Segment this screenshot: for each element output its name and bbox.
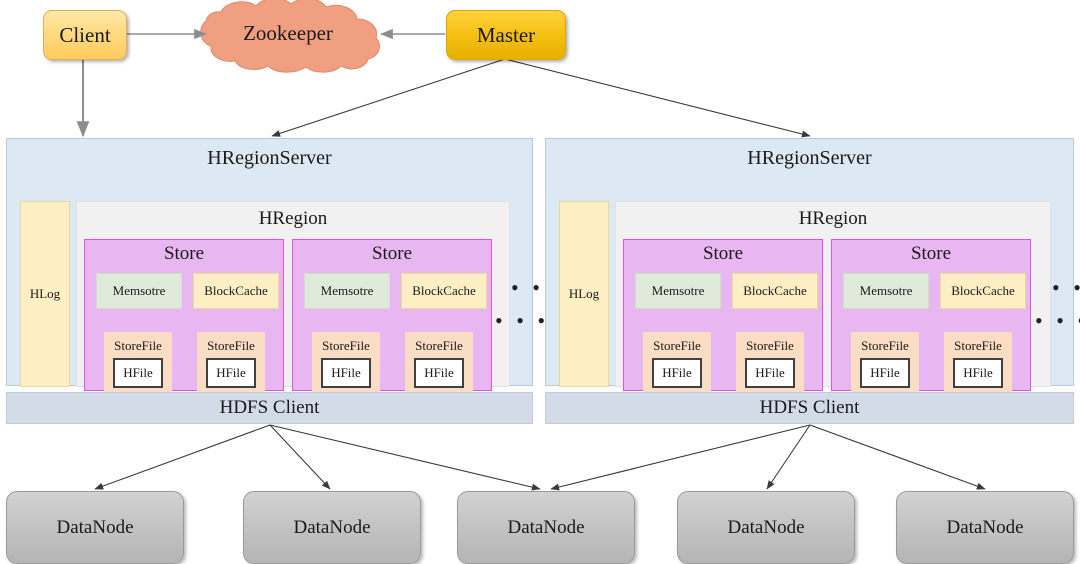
hfile-1-1-1[interactable]: HFile bbox=[953, 358, 1003, 388]
hfile-label-1-0-0: HFile bbox=[662, 365, 692, 380]
datanode-1[interactable]: DataNode bbox=[243, 491, 421, 564]
datanode-0[interactable]: DataNode bbox=[6, 491, 184, 564]
storefile-1-0-1[interactable]: StoreFile HFile bbox=[736, 332, 804, 392]
hfile-label-1-1-0: HFile bbox=[870, 365, 900, 380]
hdfs-client-1[interactable]: HDFS Client bbox=[545, 392, 1074, 424]
store-0-0[interactable]: Store Memsotre BlockCache StoreFile HFil… bbox=[84, 239, 284, 392]
hfile-0-0-1[interactable]: HFile bbox=[206, 358, 256, 388]
hfile-1-1-0[interactable]: HFile bbox=[860, 358, 910, 388]
hfile-label-1-1-1: HFile bbox=[963, 365, 993, 380]
storefile-0-0-1[interactable]: StoreFile HFile bbox=[197, 332, 265, 392]
hregion-1[interactable]: HRegion Store Memsotre BlockCache StoreF… bbox=[615, 201, 1080, 392]
regionserver-panel-1[interactable]: HRegionServer HLog HRegion Store Memsotr… bbox=[545, 138, 1080, 392]
zookeeper-node[interactable]: Zookeeper bbox=[196, 1, 380, 65]
hregion-0[interactable]: HRegion Store Memsotre BlockCache StoreF… bbox=[76, 201, 545, 392]
regionserver-ellipsis-1: • • • bbox=[1052, 275, 1080, 300]
store-title-0-1: Store bbox=[371, 243, 413, 264]
hregion-ellipsis-0: • • • bbox=[495, 308, 550, 333]
hfile-0-1-0[interactable]: HFile bbox=[321, 358, 371, 388]
memstore-label-0-1: Memsotre bbox=[320, 283, 374, 298]
hdfs-client-0[interactable]: HDFS Client bbox=[6, 392, 533, 424]
storefile-label-1-0-1: StoreFile bbox=[746, 338, 794, 353]
store-title-1-0: Store bbox=[702, 243, 744, 264]
hfile-0-1-1[interactable]: HFile bbox=[414, 358, 464, 388]
store-title-0-0: Store bbox=[163, 243, 205, 264]
hfile-label-0-0-1: HFile bbox=[216, 365, 246, 380]
storefile-label-1-1-1: StoreFile bbox=[954, 338, 1002, 353]
hregion-title-1: HRegion bbox=[798, 208, 868, 229]
datanode-label-4: DataNode bbox=[946, 516, 1024, 538]
memstore-0-0[interactable]: Memsotre bbox=[96, 273, 182, 309]
storefile-label-1-0-0: StoreFile bbox=[653, 338, 701, 353]
hregion-title-0: HRegion bbox=[258, 208, 328, 229]
storefile-label-1-1-0: StoreFile bbox=[861, 338, 909, 353]
datanode-4[interactable]: DataNode bbox=[896, 491, 1074, 564]
blockcache-1-1[interactable]: BlockCache bbox=[940, 273, 1026, 309]
datanode-label-2: DataNode bbox=[507, 516, 585, 538]
store-1-1[interactable]: Store Memsotre BlockCache StoreFile HFil… bbox=[831, 239, 1031, 392]
hdfs-client-label-0: HDFS Client bbox=[219, 397, 320, 418]
hlog-1[interactable]: HLog bbox=[559, 201, 609, 387]
storefile-label-0-1-0: StoreFile bbox=[322, 338, 370, 353]
storefile-1-1-1[interactable]: StoreFile HFile bbox=[944, 332, 1012, 392]
storefile-label-0-0-0: StoreFile bbox=[114, 338, 162, 353]
memstore-label-1-0: Memsotre bbox=[651, 283, 705, 298]
hregion-ellipsis-1: • • • bbox=[1035, 308, 1080, 333]
hfile-1-0-0[interactable]: HFile bbox=[652, 358, 702, 388]
blockcache-label-0-1: BlockCache bbox=[412, 283, 476, 298]
blockcache-label-1-0: BlockCache bbox=[743, 283, 807, 298]
blockcache-1-0[interactable]: BlockCache bbox=[732, 273, 818, 309]
datanode-2[interactable]: DataNode bbox=[457, 491, 635, 564]
datanode-label-1: DataNode bbox=[293, 516, 371, 538]
regionserver-title-1: HRegionServer bbox=[747, 147, 872, 169]
store-0-1[interactable]: Store Memsotre BlockCache StoreFile HFil… bbox=[292, 239, 492, 392]
regionserver-panel-0[interactable]: HRegionServer HLog HRegion Store Memsotr… bbox=[6, 138, 561, 392]
master-label: Master bbox=[476, 22, 536, 47]
storefile-label-0-1-1: StoreFile bbox=[415, 338, 463, 353]
memstore-0-1[interactable]: Memsotre bbox=[304, 273, 390, 309]
hlog-label-1: HLog bbox=[568, 286, 600, 301]
client-node[interactable]: Client bbox=[43, 10, 127, 60]
memstore-label-1-1: Memsotre bbox=[859, 283, 913, 298]
hlog-label-0: HLog bbox=[29, 286, 61, 301]
storefile-label-0-0-1: StoreFile bbox=[207, 338, 255, 353]
storefile-0-1-1[interactable]: StoreFile HFile bbox=[405, 332, 473, 392]
hfile-label-0-1-1: HFile bbox=[424, 365, 454, 380]
hfile-0-0-0[interactable]: HFile bbox=[113, 358, 163, 388]
blockcache-label-1-1: BlockCache bbox=[951, 283, 1015, 298]
hfile-label-1-0-1: HFile bbox=[755, 365, 785, 380]
storefile-0-0-0[interactable]: StoreFile HFile bbox=[104, 332, 172, 392]
datanode-3[interactable]: DataNode bbox=[677, 491, 855, 564]
client-label: Client bbox=[59, 22, 111, 47]
hdfs-client-label-1: HDFS Client bbox=[759, 397, 860, 418]
datanode-label-0: DataNode bbox=[56, 516, 134, 538]
blockcache-0-1[interactable]: BlockCache bbox=[401, 273, 487, 309]
hfile-1-0-1[interactable]: HFile bbox=[745, 358, 795, 388]
hlog-0[interactable]: HLog bbox=[20, 201, 70, 387]
regionserver-title-0: HRegionServer bbox=[207, 147, 332, 169]
zookeeper-label: Zookeeper bbox=[243, 20, 333, 45]
storefile-1-1-0[interactable]: StoreFile HFile bbox=[851, 332, 919, 392]
store-1-0[interactable]: Store Memsotre BlockCache StoreFile HFil… bbox=[623, 239, 823, 392]
memstore-1-1[interactable]: Memsotre bbox=[843, 273, 929, 309]
blockcache-0-0[interactable]: BlockCache bbox=[193, 273, 279, 309]
memstore-1-0[interactable]: Memsotre bbox=[635, 273, 721, 309]
storefile-0-1-0[interactable]: StoreFile HFile bbox=[312, 332, 380, 392]
blockcache-label-0-0: BlockCache bbox=[204, 283, 268, 298]
hfile-label-0-1-0: HFile bbox=[331, 365, 361, 380]
master-node[interactable]: Master bbox=[446, 10, 566, 60]
store-title-1-1: Store bbox=[910, 243, 952, 264]
datanode-label-3: DataNode bbox=[727, 516, 805, 538]
storefile-1-0-0[interactable]: StoreFile HFile bbox=[643, 332, 711, 392]
hfile-label-0-0-0: HFile bbox=[123, 365, 153, 380]
memstore-label-0-0: Memsotre bbox=[112, 283, 166, 298]
